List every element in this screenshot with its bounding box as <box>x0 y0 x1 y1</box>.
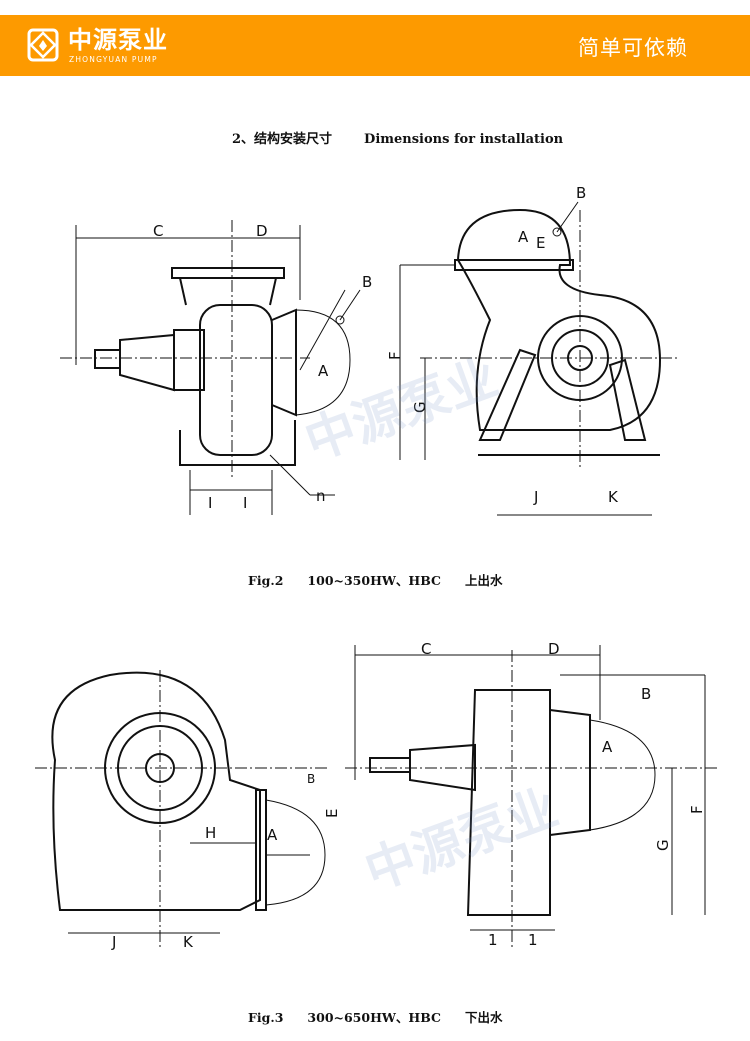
fig3-side-view: C D B A F G 1 1 <box>345 640 720 950</box>
dim-label-n: n <box>316 487 326 505</box>
fig2-drawing: C D B A n I I B A E F G J K <box>60 184 680 516</box>
section-title-cn: 2、结构安装尺寸 <box>232 132 333 147</box>
fig2-models: 100~350HW、HBC <box>307 573 441 588</box>
dim-label-e: E <box>536 234 545 252</box>
dim-label-k: K <box>608 488 619 506</box>
fig3-outlet: 下出水 <box>465 1010 503 1025</box>
dim-label-b: B <box>307 772 315 786</box>
fig2-side-view: C D B A n I I <box>60 220 372 515</box>
dim-label-b: B <box>641 685 651 703</box>
dim-label-d: D <box>548 640 560 658</box>
brand-name: 中源泵业 <box>68 26 168 54</box>
dim-label-c: C <box>421 640 431 658</box>
dim-label-f: F <box>386 351 404 360</box>
dim-label-e: E <box>323 809 341 818</box>
dim-label-h: H <box>205 824 216 842</box>
dim-label-j: J <box>533 488 538 506</box>
section-title-en: Dimensions for installation <box>364 132 564 147</box>
dim-label-g: G <box>654 839 672 851</box>
dim-label-a: A <box>518 228 529 246</box>
dim-label-a: A <box>267 826 278 844</box>
dim-label-d: D <box>256 222 268 240</box>
dim-label-i: I <box>243 494 247 512</box>
fig3-models: 300~650HW、HBC <box>307 1010 441 1025</box>
fig2-label: Fig.2 <box>248 573 284 588</box>
dim-label-g: G <box>411 401 429 413</box>
fig2-outlet: 上出水 <box>465 573 503 588</box>
fig2-caption: Fig.2 100~350HW、HBC 上出水 <box>248 570 527 589</box>
dim-label-i: I <box>208 494 212 512</box>
slogan: 简单可依赖 <box>578 36 688 60</box>
dim-label-b: B <box>576 184 586 202</box>
dim-label-a: A <box>318 362 329 380</box>
dim-label-c: C <box>153 222 163 240</box>
dim-label-b: B <box>362 273 372 291</box>
dim-label-f: F <box>688 805 706 814</box>
dim-label-i: 1 <box>488 931 498 949</box>
brand-logo-icon <box>27 28 59 62</box>
fig3-label: Fig.3 <box>248 1010 284 1025</box>
dim-label-k: K <box>183 933 194 951</box>
fig2-front-view: B A E F G J K <box>386 184 680 516</box>
dim-label-i: 1 <box>528 931 538 949</box>
section-title: 2、结构安装尺寸 Dimensions for installation <box>232 128 563 147</box>
header-banner: 中源泵业 ZHONGYUAN PUMP 简单可依赖 <box>0 15 750 76</box>
fig3-drawing: B A E H J K C D B A F G 1 1 <box>35 640 720 951</box>
dim-label-j: J <box>111 933 116 951</box>
fig3-front-view: B A E H J K <box>35 670 341 951</box>
fig3-caption: Fig.3 300~650HW、HBC 下出水 <box>248 1007 527 1026</box>
dim-label-a: A <box>602 738 613 756</box>
brand-name-en: ZHONGYUAN PUMP <box>69 55 158 64</box>
